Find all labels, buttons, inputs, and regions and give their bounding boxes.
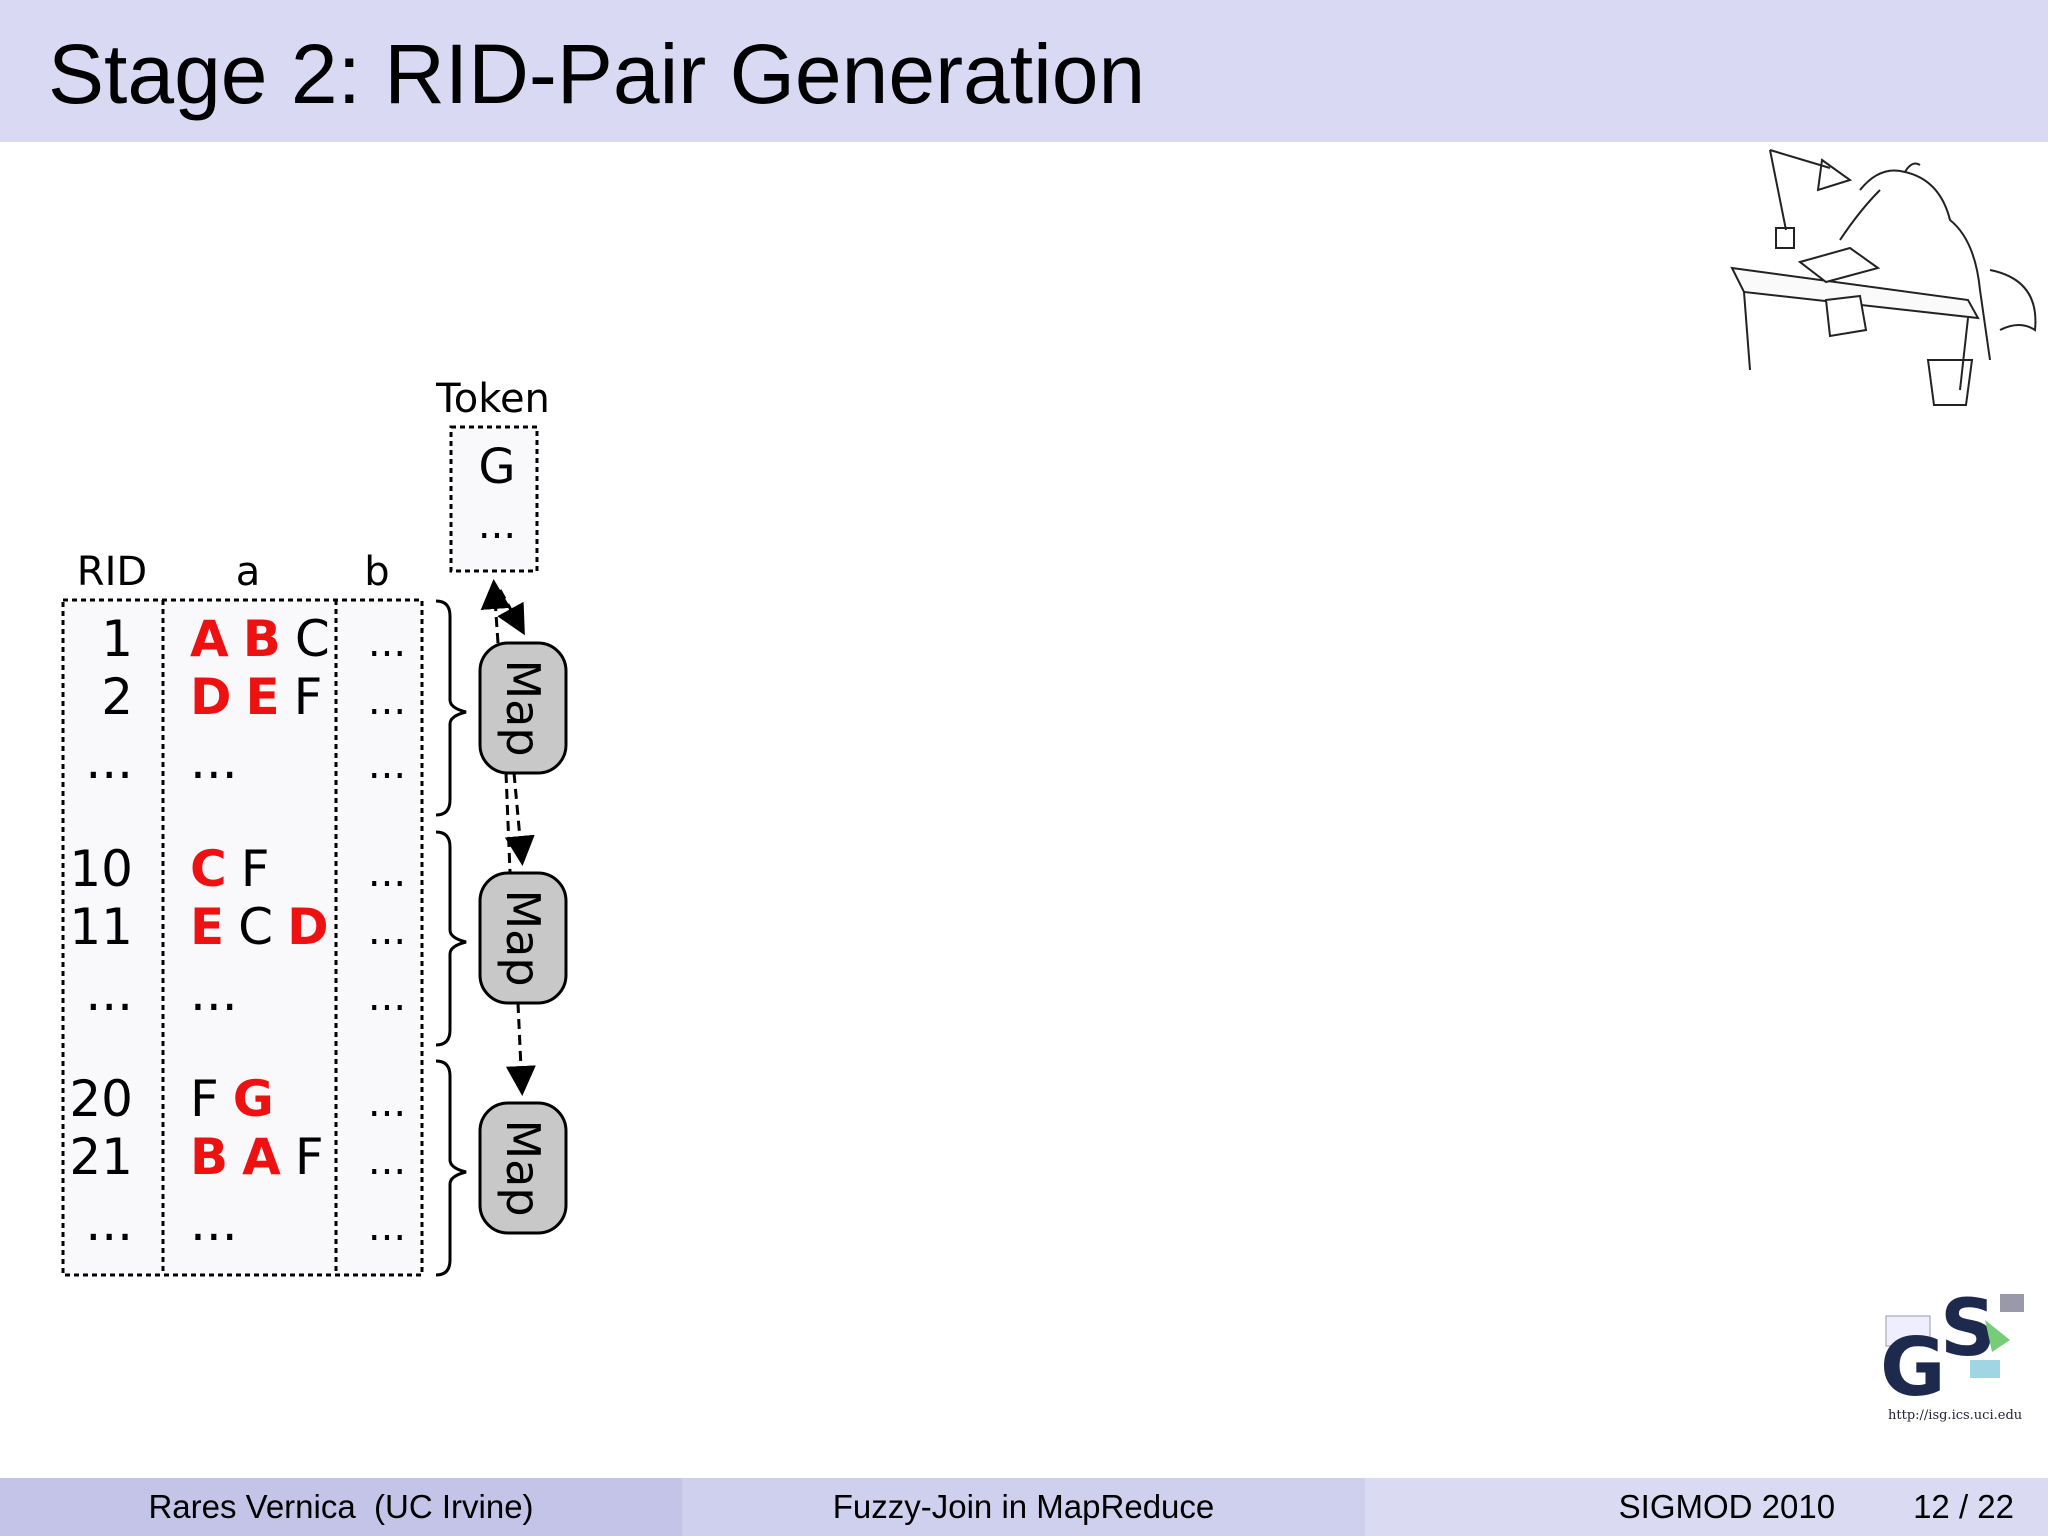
highlighted-token: B (190, 1128, 228, 1186)
footer-author-section: Rares Vernica (UC Irvine) (0, 1478, 682, 1536)
table-row: ......... (85, 964, 406, 1022)
footer-talk-title: Fuzzy-Join in MapReduce (832, 1488, 1215, 1525)
b-cell: ... (368, 742, 406, 788)
a-cell: ... (190, 1194, 238, 1252)
a-cell: ... (190, 964, 238, 1022)
token-value: ... (478, 502, 516, 548)
b-cell: ... (368, 908, 406, 954)
rid-cell: ... (85, 1194, 133, 1252)
rid-cell: 10 (69, 840, 133, 898)
dashed-arrow (504, 772, 512, 873)
anteater-illustration (1730, 149, 2037, 406)
highlighted-token: E (246, 668, 280, 726)
rid-cell: 2 (101, 668, 133, 726)
token-label: Token (435, 376, 550, 422)
token: F (241, 840, 270, 898)
a-cell: ... (190, 732, 238, 790)
map-label: Map (496, 889, 550, 986)
token: ... (190, 964, 238, 1022)
rid-cell: 1 (101, 610, 133, 668)
rid-cell: 21 (69, 1128, 133, 1186)
brace (435, 599, 467, 817)
token: F (295, 1128, 324, 1186)
rid-cell: ... (85, 732, 133, 790)
logo-url-text: http://isg.ics.uci.edu (1888, 1408, 2023, 1423)
map-task-box: Map (478, 1101, 568, 1235)
highlighted-token: B (243, 610, 281, 668)
footer-page-number: 12 / 22 (1913, 1488, 2014, 1525)
footer-author: Rares Vernica (UC Irvine) (148, 1488, 534, 1525)
rid-cell: ... (85, 964, 133, 1022)
table-row: ......... (85, 732, 406, 790)
map-label: Map (496, 1119, 550, 1216)
token: ... (190, 1194, 238, 1252)
token: F (190, 1070, 219, 1128)
slide-header: Stage 2: RID-Pair Generation (0, 0, 2048, 142)
token-box (449, 425, 539, 573)
highlighted-token: D (190, 668, 232, 726)
dashed-arrow (504, 772, 535, 866)
column-header-a: a (236, 549, 261, 595)
brace (435, 830, 467, 1047)
token: ... (190, 732, 238, 790)
footer-venue: SIGMOD 2010 (1618, 1488, 1836, 1525)
b-cell: ... (368, 1138, 406, 1184)
slide-footer: Rares Vernica (UC Irvine) Fuzzy-Join in … (0, 1478, 2048, 1536)
footer-title-section: Fuzzy-Join in MapReduce (682, 1478, 1365, 1536)
b-cell: ... (368, 620, 406, 666)
svg-text:G: G (1880, 1321, 1946, 1414)
highlighted-token: D (287, 898, 329, 956)
map-task-box: Map (478, 871, 568, 1005)
rid-cell: 20 (69, 1070, 133, 1128)
dashed-arrow (497, 589, 525, 636)
svg-text:S: S (1940, 1284, 1996, 1374)
b-cell: ... (368, 678, 406, 724)
map-label: Map (496, 659, 550, 756)
token: C (238, 898, 273, 956)
table-box (61, 598, 424, 1277)
token: F (294, 668, 323, 726)
highlighted-token: A (242, 1128, 281, 1186)
map-task-box: Map (478, 641, 568, 775)
highlighted-token: C (190, 840, 227, 898)
table-row: ......... (85, 1194, 406, 1252)
footer-venue-section: SIGMOD 2010 12 / 22 (1365, 1478, 2048, 1536)
column-header-b: b (364, 549, 389, 595)
isg-logo: G S (1880, 1284, 2024, 1414)
b-cell: ... (368, 850, 406, 896)
b-cell: ... (368, 1204, 406, 1250)
highlighted-token: G (233, 1070, 274, 1128)
dashed-arrow (505, 1002, 536, 1096)
column-header-rid: RID (77, 549, 147, 595)
highlighted-token: E (190, 898, 224, 956)
highlighted-token: A (190, 610, 229, 668)
b-cell: ... (368, 1080, 406, 1126)
token: C (295, 610, 330, 668)
dashed-arrow (480, 579, 511, 644)
slide-title: Stage 2: RID-Pair Generation (48, 27, 1146, 121)
rid-cell: 11 (69, 898, 133, 956)
token-value: G (478, 439, 515, 495)
brace (435, 1059, 467, 1277)
b-cell: ... (368, 974, 406, 1020)
